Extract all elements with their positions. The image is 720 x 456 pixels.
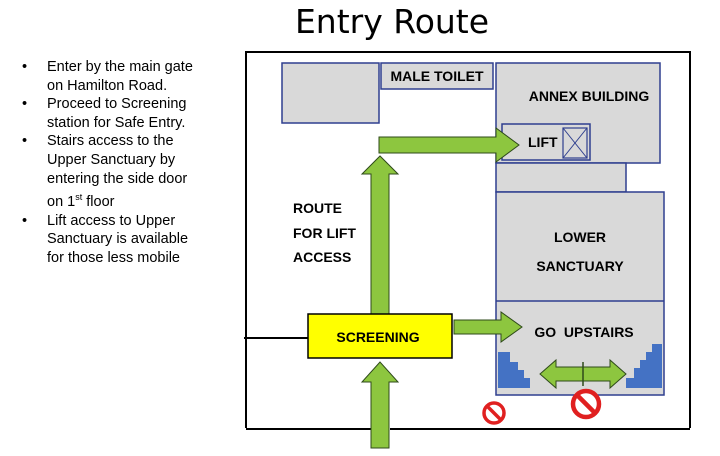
page-title: Entry Route [294,2,490,41]
instruction-text: Enter by the main gate on Hamilton Road. [47,59,193,94]
lower-sanctuary-label-line-2: SANCTUARY [536,258,624,274]
lift-label: LIFT [528,134,558,150]
building-left-block [281,62,380,124]
route-label-line-3: ACCESS [293,249,351,265]
screening-station [307,313,453,359]
right-stairs [626,344,662,388]
route-label-line-1: ROUTE [293,200,342,216]
annex-building-label: ANNEX BUILDING [529,88,650,104]
instruction-text-end: floor [82,193,115,210]
bullet-icon: • [22,212,28,229]
bullet-icon: • [22,133,28,150]
instruction-text: Lift access to Upper Sanctuary is availa… [47,212,189,266]
instruction-item: • Enter by the main gate on Hamilton Road… [22,58,202,95]
route-arrow-up-upper [360,155,400,315]
male-toilet-box [380,62,494,90]
ordinal-suffix: st [75,192,83,203]
bullet-icon: • [22,59,28,75]
screening-label: SCREENING [336,329,419,345]
no-entry-icon [482,401,506,425]
lower-sanctuary-label-line-1: LOWER [554,229,606,245]
instruction-text: Stairs access to the Upper Sanctuary by … [47,133,188,210]
instruction-item: • Proceed to Screening station for Safe E… [22,95,202,132]
left-stairs [498,352,530,388]
no-entry-icon [570,388,602,420]
bullet-icon: • [22,96,28,113]
site-boundary [245,51,691,428]
lower-sanctuary-box [495,191,665,396]
route-arrow-up-entry [360,361,400,449]
instruction-text: Proceed to Screening station for Safe En… [47,96,187,131]
lift-shaft-cross-b [562,127,588,159]
route-label-line-2: FOR LIFT [293,225,356,241]
connector-block [495,162,627,193]
route-arrow-to-lift [378,127,520,163]
instruction-list: • Enter by the main gate on Hamilton Road… [22,58,202,267]
instruction-item: • Lift access to Upper Sanctuary is avail… [22,212,202,268]
male-toilet-label: MALE TOILET [390,68,484,84]
instruction-item: • Stairs access to the Upper Sanctuary by… [22,132,202,211]
go-upstairs-label: GO UPSTAIRS [534,324,633,340]
route-arrow-to-upstairs [453,311,523,343]
